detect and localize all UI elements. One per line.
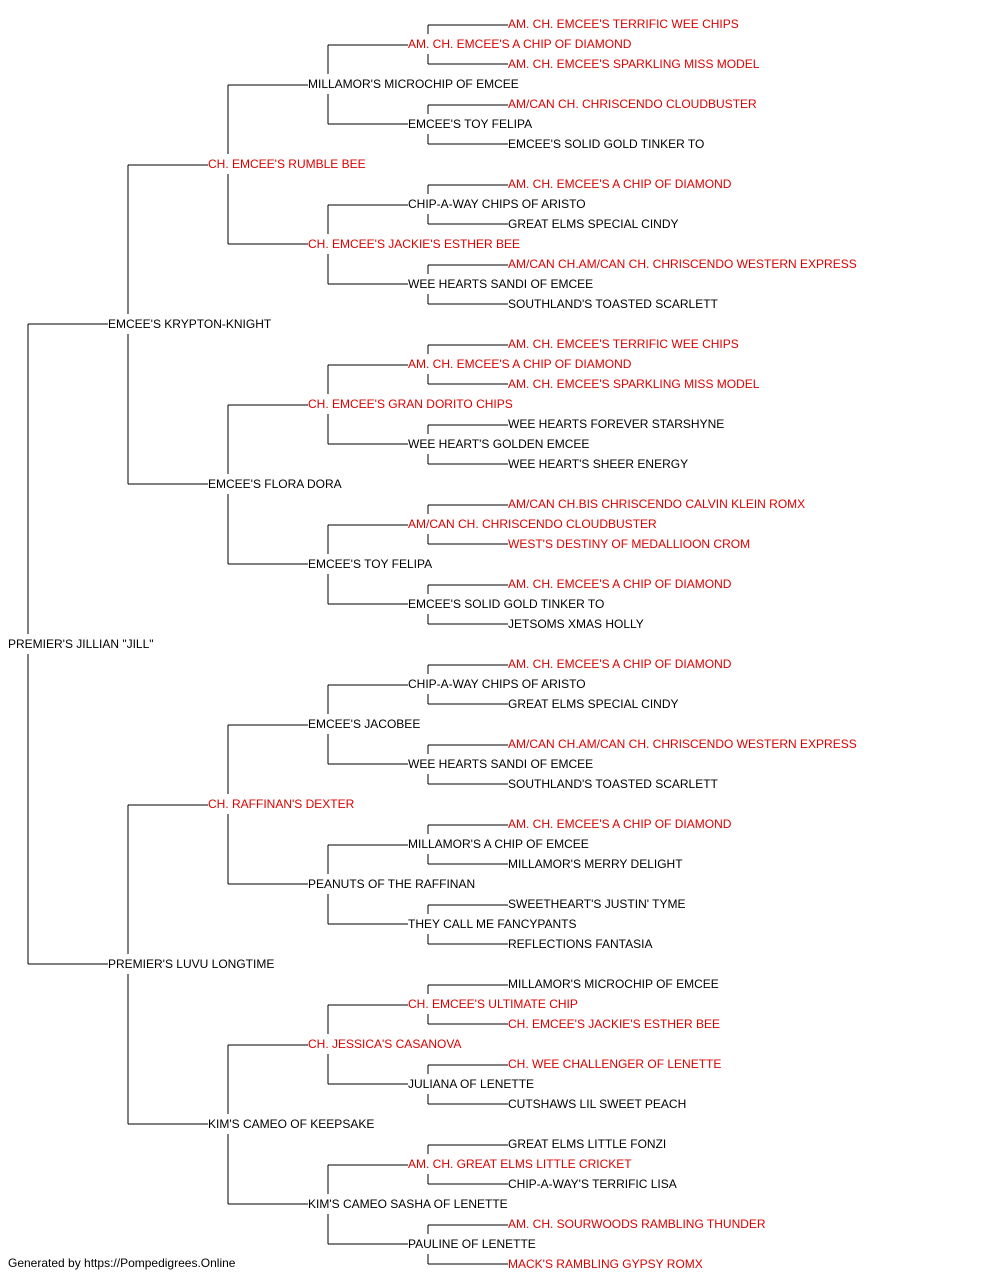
ancestor-name-gen1: PREMIER'S LUVU LONGTIME	[108, 957, 274, 971]
ancestor-name-gen3: KIM'S CAMEO SASHA OF LENETTE	[308, 1197, 508, 1211]
ancestor-name-gen5: MACK'S RAMBLING GYPSY ROMX	[508, 1257, 703, 1271]
ancestor-name-gen3: MILLAMOR'S MICROCHIP OF EMCEE	[308, 77, 519, 91]
ancestor-name-gen5: MILLAMOR'S MICROCHIP OF EMCEE	[508, 977, 719, 991]
ancestor-name-gen5: CHIP-A-WAY'S TERRIFIC LISA	[508, 1177, 677, 1191]
ancestor-name-gen4: THEY CALL ME FANCYPANTS	[408, 917, 577, 931]
ancestor-name-gen3: EMCEE'S TOY FELIPA	[308, 557, 432, 571]
ancestor-name-gen4: MILLAMOR'S A CHIP OF EMCEE	[408, 837, 589, 851]
ancestor-name-gen5: AM. CH. EMCEE'S A CHIP OF DIAMOND	[508, 657, 732, 671]
ancestor-name-gen3: CH. EMCEE'S JACKIE'S ESTHER BEE	[308, 237, 520, 251]
ancestor-name-gen5: GREAT ELMS SPECIAL CINDY	[508, 697, 679, 711]
ancestor-name-gen3: PEANUTS OF THE RAFFINAN	[308, 877, 475, 891]
ancestor-name-gen2: CH. EMCEE'S RUMBLE BEE	[208, 157, 366, 171]
ancestor-name-gen4: AM. CH. EMCEE'S A CHIP OF DIAMOND	[408, 357, 632, 371]
ancestor-name-gen5: AM/CAN CH. CHRISCENDO CLOUDBUSTER	[508, 97, 757, 111]
ancestor-name-gen3: CH. EMCEE'S GRAN DORITO CHIPS	[308, 397, 513, 411]
ancestor-name-gen4: CHIP-A-WAY CHIPS OF ARISTO	[408, 677, 586, 691]
ancestor-name-gen5: AM. CH. EMCEE'S A CHIP OF DIAMOND	[508, 177, 732, 191]
ancestor-name-gen5: AM. CH. EMCEE'S A CHIP OF DIAMOND	[508, 817, 732, 831]
ancestor-name-gen4: AM/CAN CH. CHRISCENDO CLOUDBUSTER	[408, 517, 657, 531]
ancestor-name-gen5: JETSOMS XMAS HOLLY	[508, 617, 644, 631]
ancestor-name-gen5: WEST'S DESTINY OF MEDALLIOON CROM	[508, 537, 750, 551]
subject-dog-name: PREMIER'S JILLIAN "JILL"	[8, 637, 154, 651]
ancestor-name-gen5: SOUTHLAND'S TOASTED SCARLETT	[508, 297, 719, 311]
ancestor-name-gen4: WEE HEART'S GOLDEN EMCEE	[408, 437, 589, 451]
ancestor-name-gen5: SOUTHLAND'S TOASTED SCARLETT	[508, 777, 719, 791]
ancestor-name-gen4: JULIANA OF LENETTE	[408, 1077, 534, 1091]
ancestor-name-gen5: SWEETHEART'S JUSTIN' TYME	[508, 897, 686, 911]
ancestor-name-gen4: AM. CH. EMCEE'S A CHIP OF DIAMOND	[408, 37, 632, 51]
ancestor-name-gen5: AM/CAN CH.BIS CHRISCENDO CALVIN KLEIN RO…	[508, 497, 805, 511]
ancestor-name-gen2: CH. RAFFINAN'S DEXTER	[208, 797, 355, 811]
ancestor-name-gen5: WEE HEART'S SHEER ENERGY	[508, 457, 688, 471]
ancestor-name-gen1: EMCEE'S KRYPTON-KNIGHT	[108, 317, 272, 331]
ancestor-name-gen5: AM/CAN CH.AM/CAN CH. CHRISCENDO WESTERN …	[508, 737, 857, 751]
ancestor-name-gen5: AM. CH. EMCEE'S A CHIP OF DIAMOND	[508, 577, 732, 591]
footer-credit: Generated by https://Pompedigrees.Online	[8, 1256, 236, 1270]
ancestor-name-gen4: CHIP-A-WAY CHIPS OF ARISTO	[408, 197, 586, 211]
ancestor-name-gen5: WEE HEARTS FOREVER STARSHYNE	[508, 417, 724, 431]
ancestor-name-gen5: AM. CH. EMCEE'S SPARKLING MISS MODEL	[508, 57, 760, 71]
pedigree-connectors	[27, 24, 508, 1265]
ancestor-name-gen5: AM. CH. EMCEE'S TERRIFIC WEE CHIPS	[508, 337, 739, 351]
ancestor-name-gen5: AM. CH. SOURWOODS RAMBLING THUNDER	[508, 1217, 766, 1231]
ancestor-name-gen5: REFLECTIONS FANTASIA	[508, 937, 652, 951]
ancestor-name-gen5: CH. EMCEE'S JACKIE'S ESTHER BEE	[508, 1017, 720, 1031]
ancestor-name-gen4: AM. CH. GREAT ELMS LITTLE CRICKET	[408, 1157, 632, 1171]
ancestor-name-gen5: MILLAMOR'S MERRY DELIGHT	[508, 857, 683, 871]
ancestor-name-gen3: EMCEE'S JACOBEE	[308, 717, 420, 731]
ancestor-name-gen4: CH. EMCEE'S ULTIMATE CHIP	[408, 997, 578, 1011]
ancestor-name-gen2: KIM'S CAMEO OF KEEPSAKE	[208, 1117, 374, 1131]
ancestor-name-gen5: EMCEE'S SOLID GOLD TINKER TO	[508, 137, 704, 151]
ancestor-name-gen5: CH. WEE CHALLENGER OF LENETTE	[508, 1057, 721, 1071]
ancestor-name-gen5: GREAT ELMS SPECIAL CINDY	[508, 217, 679, 231]
ancestor-name-gen5: GREAT ELMS LITTLE FONZI	[508, 1137, 666, 1151]
ancestor-name-gen4: EMCEE'S TOY FELIPA	[408, 117, 532, 131]
ancestor-name-gen4: PAULINE OF LENETTE	[408, 1237, 536, 1251]
ancestor-name-gen2: EMCEE'S FLORA DORA	[208, 477, 342, 491]
ancestor-name-gen4: WEE HEARTS SANDI OF EMCEE	[408, 757, 593, 771]
ancestor-name-gen5: AM/CAN CH.AM/CAN CH. CHRISCENDO WESTERN …	[508, 257, 857, 271]
ancestor-name-gen5: CUTSHAWS LIL SWEET PEACH	[508, 1097, 686, 1111]
pedigree-labels: PREMIER'S JILLIAN "JILL" EMCEE'S KRYPTON-…	[8, 17, 857, 1271]
ancestor-name-gen5: AM. CH. EMCEE'S SPARKLING MISS MODEL	[508, 377, 760, 391]
ancestor-name-gen3: CH. JESSICA'S CASANOVA	[308, 1037, 461, 1051]
ancestor-name-gen4: WEE HEARTS SANDI OF EMCEE	[408, 277, 593, 291]
ancestor-name-gen4: EMCEE'S SOLID GOLD TINKER TO	[408, 597, 604, 611]
ancestor-name-gen5: AM. CH. EMCEE'S TERRIFIC WEE CHIPS	[508, 17, 739, 31]
